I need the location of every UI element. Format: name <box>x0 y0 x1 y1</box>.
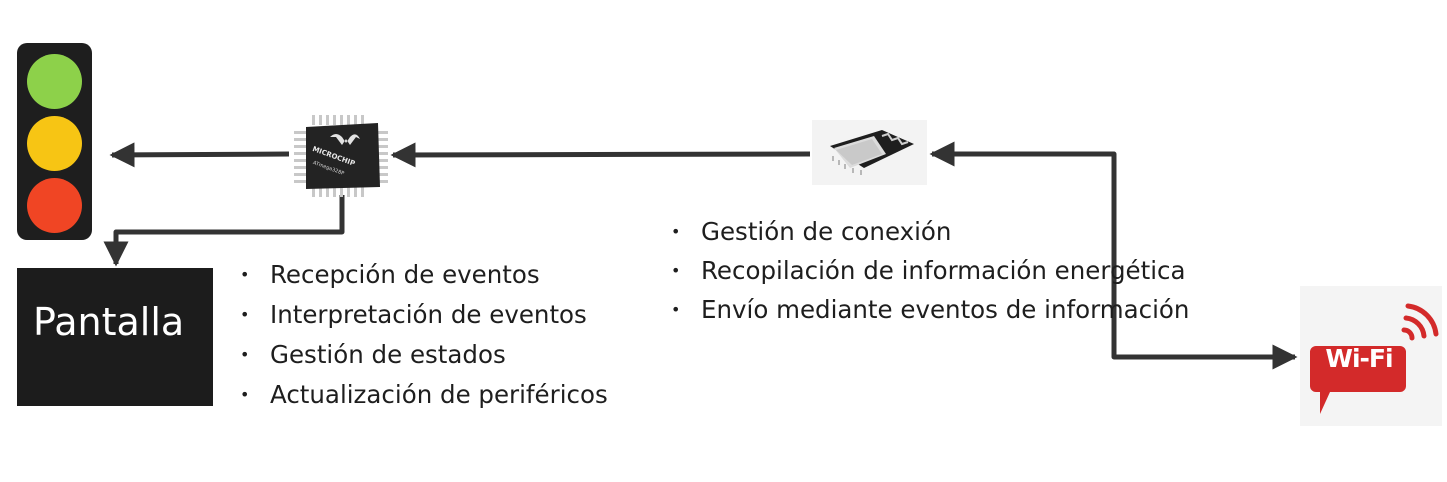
wifi-badge-label: Wi-Fi <box>1325 344 1393 373</box>
green-lamp <box>27 54 82 109</box>
microcontroller-chip-icon <box>294 115 388 197</box>
list-item: Actualización de periféricos <box>240 375 608 415</box>
yellow-lamp <box>27 116 82 171</box>
screen-box: Pantalla <box>17 268 213 406</box>
microcontroller-task-list: Recepción de eventos Interpretación de e… <box>240 255 608 415</box>
screen-label: Pantalla <box>33 300 185 344</box>
list-item: Interpretación de eventos <box>240 295 608 335</box>
list-item: Envío mediante eventos de información <box>671 290 1189 329</box>
red-lamp <box>27 178 82 233</box>
wifi-module-icon <box>812 120 927 185</box>
list-item: Recepción de eventos <box>240 255 608 295</box>
list-item: Recopilación de información energética <box>671 251 1189 290</box>
list-item: Gestión de estados <box>240 335 608 375</box>
wifi-badge-icon <box>1310 303 1439 414</box>
arrow-chip-to-traffic-light <box>109 142 290 168</box>
wifi-module-task-list: Gestión de conexión Recopilación de info… <box>671 212 1189 329</box>
arrow-wifi-module-to-chip <box>390 142 811 168</box>
arrow-chip-to-screen <box>103 195 345 267</box>
traffic-light-icon <box>17 43 92 240</box>
list-item: Gestión de conexión <box>671 212 1189 251</box>
